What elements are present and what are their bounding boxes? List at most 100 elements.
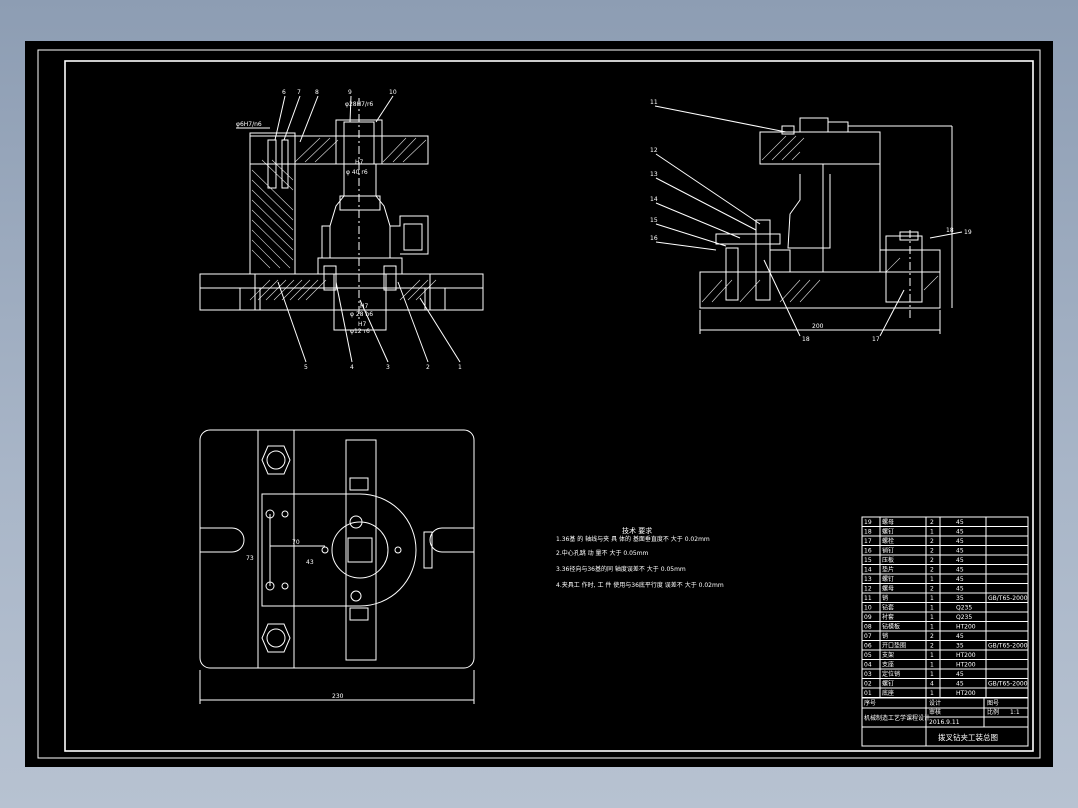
plan-dim-70: 70	[292, 539, 300, 546]
callout-14: 14	[650, 196, 658, 203]
bom-row-10-no: 10	[864, 605, 872, 612]
bom-row-01-name: 底座	[882, 689, 894, 697]
callout-11: 11	[650, 99, 658, 106]
bom-row-03-qty: 1	[930, 671, 934, 678]
dim-d4: φ 28 h6	[350, 311, 373, 318]
side-left-callouts: 11 12 13 14 15 16	[650, 99, 787, 251]
callout-19: 19	[964, 229, 972, 236]
bom-row-10-name: 钻套	[882, 604, 894, 612]
bom-row-10-qty: 1	[930, 605, 934, 612]
bom-row-05-qty: 1	[930, 652, 934, 659]
bom-row-04-qty: 1	[930, 662, 934, 669]
callout-3: 3	[386, 364, 390, 371]
bom-row-07-mat: 45	[956, 633, 964, 640]
side-bottom-callouts: 18 17	[763, 259, 905, 343]
dim-d6: φ12 r6	[350, 328, 370, 335]
dim-d5: H7	[358, 321, 367, 328]
bom-row-02-name: 螺钉	[882, 680, 894, 688]
bom-row-12-no: 12	[864, 586, 872, 593]
callout-17: 17	[872, 336, 880, 343]
callout-5: 5	[304, 364, 308, 371]
bom-row-17-qty: 2	[930, 538, 934, 545]
bom-row-01-qty: 1	[930, 690, 934, 697]
sheet-inner-border	[64, 60, 1034, 752]
bom-row-16-no: 16	[864, 548, 872, 555]
bom-row-04-name: 支座	[882, 661, 894, 669]
bom-row-18-no: 18	[864, 529, 872, 536]
callout-16: 16	[650, 235, 658, 242]
bom-row-15-no: 15	[864, 557, 872, 564]
front-top-callouts: 6 7 8 9 10	[274, 89, 397, 143]
bom-row-13-qty: 1	[930, 576, 934, 583]
bom-row-03-no: 03	[864, 671, 872, 678]
bom-row-16-qty: 2	[930, 548, 934, 555]
bom-row-18-qty: 1	[930, 529, 934, 536]
title-block: 序号 设计 图号 机械制造工艺学课程设计 审核 比例 1:1 2016.9.11…	[861, 697, 1029, 747]
bom-row-09-name: 衬套	[882, 613, 894, 621]
bom-row-07-qty: 2	[930, 633, 934, 640]
bom-row-15-qty: 2	[930, 557, 934, 564]
title-designer-label: 设计	[929, 699, 941, 707]
callout-13: 13	[650, 171, 658, 178]
bom-row-14-qty: 2	[930, 567, 934, 574]
bom-row-09-no: 09	[864, 614, 872, 621]
callout-9: 9	[348, 89, 352, 96]
bom-row-05-mat: HT200	[956, 652, 976, 659]
bom-row-06-mat: 35	[956, 643, 964, 650]
callout-7: 7	[297, 89, 301, 96]
bom-row-02-qty: 4	[930, 681, 934, 688]
bom-row-01-no: 01	[864, 690, 872, 697]
bom-row-04-mat: HT200	[956, 662, 976, 669]
plan-dim-73: 73	[246, 555, 254, 562]
bom-row-19-qty: 2	[930, 519, 934, 526]
bom-row-17-name: 螺栓	[882, 537, 894, 545]
bom-row-15-name: 压板	[882, 556, 894, 564]
plan-dim-43: 43	[306, 559, 314, 566]
side-right-callouts: 18 19	[929, 227, 972, 239]
bom-row-01-mat: HT200	[956, 690, 976, 697]
callout-4: 4	[350, 364, 354, 371]
bom-row-08-name: 钻模板	[882, 623, 900, 631]
title-date: 2016.9.11	[929, 719, 960, 726]
title-company: 机械制造工艺学课程设计	[864, 714, 930, 722]
bom-row-07-no: 07	[864, 633, 872, 640]
sheet-outer-border	[37, 49, 1041, 759]
title-scale-label: 比例	[987, 708, 999, 716]
title-scale: 1:1	[1010, 709, 1020, 716]
bom-row-11-mat: 35	[956, 595, 964, 602]
callout-12: 12	[650, 147, 658, 154]
bom-row-14-no: 14	[864, 567, 872, 574]
callout-15: 15	[650, 217, 658, 224]
callout-1: 1	[458, 364, 462, 371]
tech-req-line-2: 2.中心孔跳 动 量不 大于 0.05mm	[556, 549, 649, 557]
technical-requirements: 技术 要求 1.36基 的 轴线与夹 具 体的 基面垂直度不 大于 0.02mm…	[556, 526, 724, 589]
bom-row-07-name: 销	[882, 632, 888, 640]
title-sheet-label: 图号	[987, 700, 999, 707]
cad-viewport[interactable]: 6 7 8 9 10 φ6H7/n6 φ28H7/r6 H7 φ 40 r6 H…	[25, 41, 1053, 767]
title-drawing-name: 拨叉钻夹工装总图	[938, 732, 998, 742]
bom-row-16-name: 销钉	[882, 547, 894, 555]
side-width-dim: 200	[812, 323, 824, 330]
bom-row-02-std: GB/T65-2000	[988, 681, 1028, 688]
tech-req-line-1: 1.36基 的 轴线与夹 具 体的 基面垂直度不 大于 0.02mm	[556, 535, 710, 543]
bom-row-09-mat: Q235	[956, 614, 972, 621]
bom-row-12-qty: 2	[930, 586, 934, 593]
side-section-view: 200 11 12 13 14 15 16 18 19 18 17	[650, 99, 972, 343]
bom-header-no: 序号	[864, 699, 876, 707]
front-section-view: 6 7 8 9 10 φ6H7/n6 φ28H7/r6 H7 φ 40 r6 H…	[199, 89, 484, 371]
bom-row-09-qty: 1	[930, 614, 934, 621]
bom-row-17-no: 17	[864, 538, 872, 545]
callout-2: 2	[426, 364, 430, 371]
callout-10: 10	[389, 89, 397, 96]
bom-row-13-name: 螺钉	[882, 575, 894, 583]
dim-left-fit: φ6H7/n6	[236, 121, 262, 128]
callout-18: 18	[802, 336, 810, 343]
bom-row-02-mat: 45	[956, 681, 964, 688]
bom-row-06-qty: 2	[930, 643, 934, 650]
bom-row-18-mat: 45	[956, 529, 964, 536]
tech-req-title: 技术 要求	[622, 526, 652, 535]
bom-row-08-mat: HT200	[956, 624, 976, 631]
title-checker-label: 审核	[929, 708, 941, 716]
bom-row-04-no: 04	[864, 662, 872, 669]
